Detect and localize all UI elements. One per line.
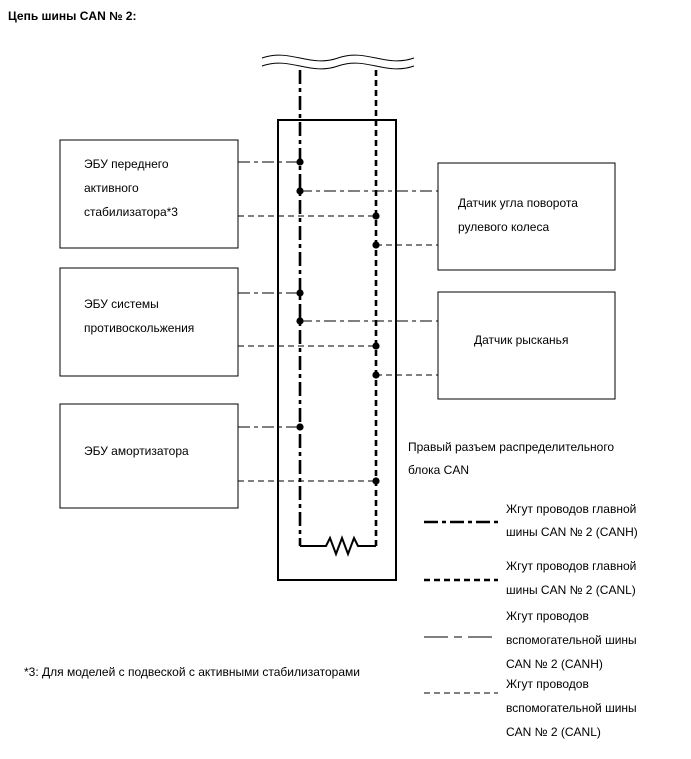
junction-dot — [372, 371, 380, 379]
junction-dot — [372, 241, 380, 249]
junction-dot — [296, 317, 304, 325]
footnote: *3: Для моделей с подвеской с активными … — [24, 665, 360, 679]
ecu-front-stabilizer-label: ЭБУ переднего активного стабилизатора*3 — [84, 157, 178, 219]
junction-dot — [372, 342, 380, 350]
junction-dots — [296, 158, 380, 485]
ecu-skid-control-label: ЭБУ системы противоскольжения — [84, 297, 194, 335]
ecu-front-stabilizer-box — [59, 139, 239, 249]
break-line-top — [261, 54, 415, 62]
legend: Жгут проводов главной шины CAN № 2 (CANH… — [424, 502, 640, 739]
legend-main-canh-label: Жгут проводов главной шины CAN № 2 (CANH… — [506, 502, 640, 539]
ecu-absorber-label: ЭБУ амортизатора — [84, 444, 189, 458]
junction-dot — [372, 477, 380, 485]
steering-sensor-label: Датчик угла поворота рулевого колеса — [458, 196, 581, 234]
legend-sub-canh-label: Жгут проводов вспомогательной шины CAN №… — [506, 609, 640, 671]
yaw-sensor-label: Датчик рысканья — [474, 333, 568, 347]
junction-dot — [296, 187, 304, 195]
legend-main-canl-label: Жгут проводов главной шины CAN № 2 (CANL… — [506, 559, 640, 597]
yaw-sensor-box — [437, 291, 616, 400]
junction-dot — [296, 158, 304, 166]
junction-block-label: Правый разъем распределительного блока C… — [408, 440, 617, 477]
legend-sub-canl-label: Жгут проводов вспомогательной шины CAN №… — [506, 677, 640, 739]
steering-sensor-box — [437, 162, 616, 271]
termination-resistor — [300, 535, 376, 557]
junction-dot — [372, 212, 380, 220]
junction-dot — [296, 423, 304, 431]
junction-dot — [296, 289, 304, 297]
ecu-absorber-box — [59, 403, 239, 509]
ecu-skid-control-box — [59, 267, 239, 377]
break-line-bottom — [261, 62, 415, 70]
diagram-title: Цепь шины CAN № 2: — [8, 9, 136, 23]
junction-block — [277, 119, 397, 581]
